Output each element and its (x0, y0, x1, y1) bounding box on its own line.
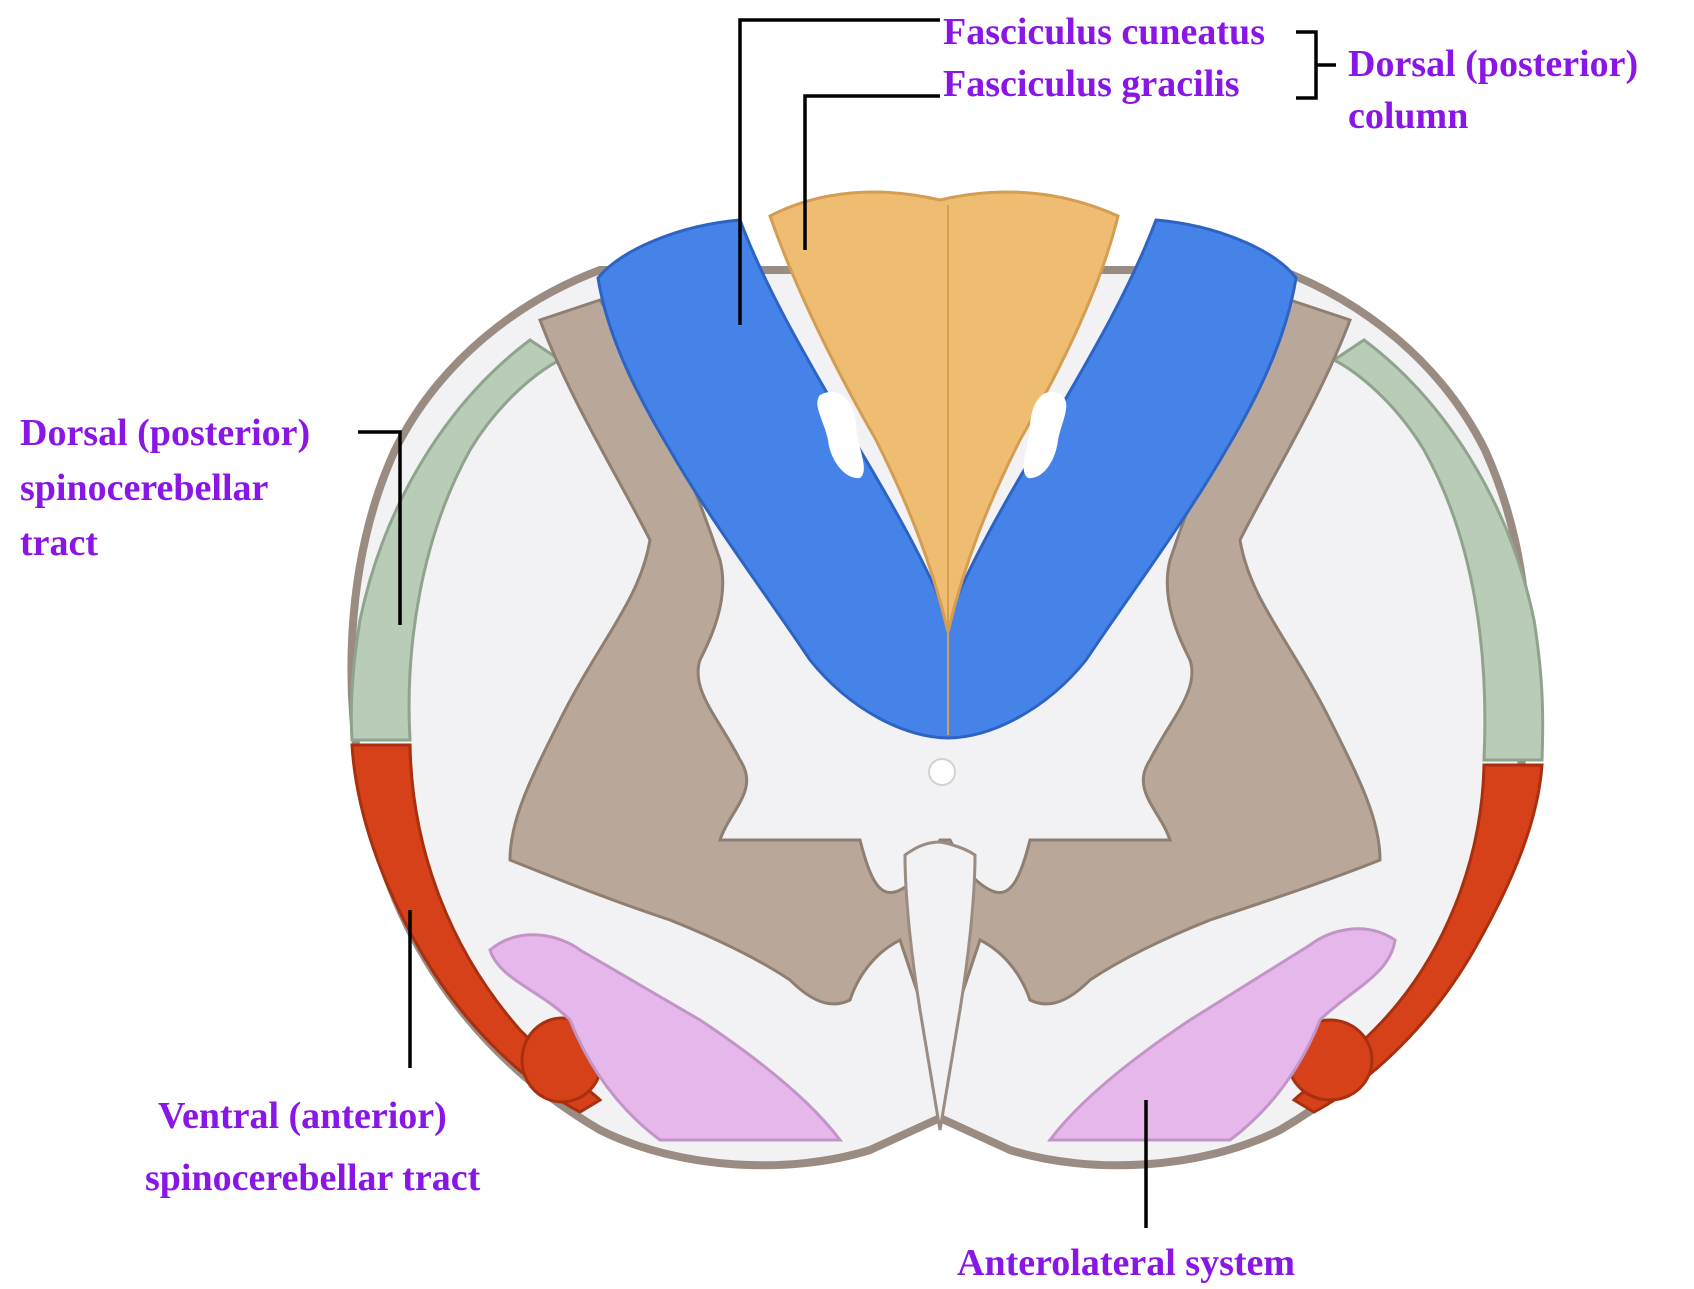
dorsal-spinocerebellar-label-line1: Dorsal (posterior) (20, 412, 310, 454)
ventral-spinocerebellar-label-line2: spinocerebellar tract (145, 1157, 481, 1199)
anterolateral-system-label: Anterolateral system (957, 1242, 1295, 1284)
fasciculus-gracilis-label: Fasciculus gracilis (943, 63, 1240, 105)
central-canal (929, 759, 955, 785)
dorsal-column-bracket (1296, 32, 1316, 98)
ventral-spinocerebellar-label-line1: Ventral (anterior) (158, 1095, 447, 1137)
dorsal-spinocerebellar-label-line3: tract (20, 522, 98, 564)
fasciculus-cuneatus-label: Fasciculus cuneatus (943, 11, 1265, 53)
dorsal-column-label-line2: column (1348, 95, 1468, 137)
dorsal-column-label-line1: Dorsal (posterior) (1348, 43, 1638, 85)
dorsal-spinocerebellar-label-line2: spinocerebellar (20, 467, 269, 509)
